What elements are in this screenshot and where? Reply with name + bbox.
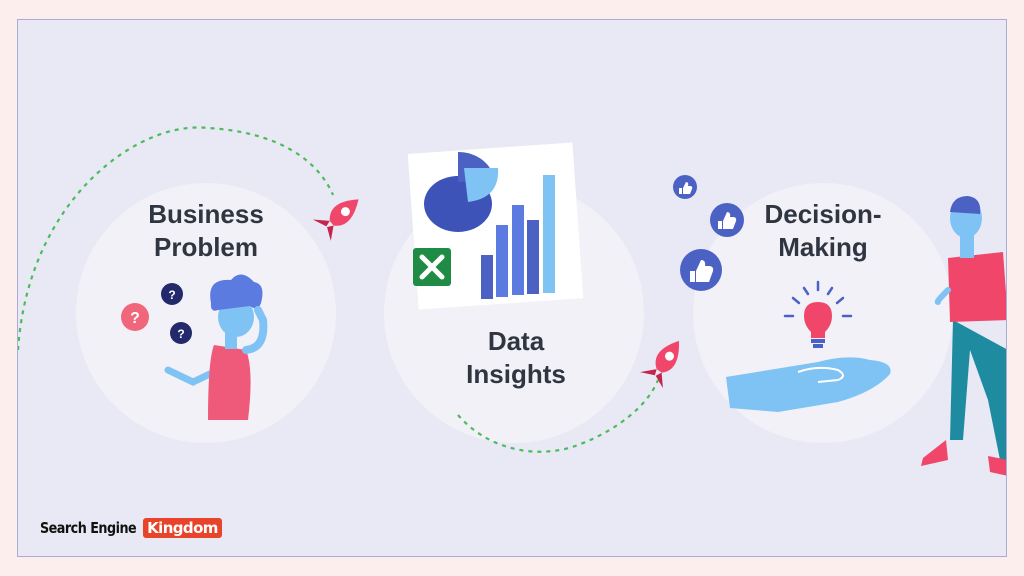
question-mark-icon: ?	[121, 303, 149, 331]
question-mark-text: ?	[168, 288, 175, 302]
infographic-panel: ? ? ?	[17, 19, 1007, 557]
rocket-icon	[312, 199, 359, 241]
business-problem-text: Business Problem	[148, 199, 264, 262]
data-insights-text: Data Insights	[466, 326, 566, 389]
dashed-path-2	[457, 379, 660, 453]
report-sheet	[407, 142, 584, 310]
logo-text-search-engine: Search Engine	[40, 519, 137, 537]
brand-logo: Search Engine Kingdom	[40, 515, 222, 541]
lightbulb-icon	[783, 280, 853, 348]
thumbs-up-icon	[710, 203, 744, 237]
dashed-path-1	[18, 126, 335, 351]
pie-chart-icon	[424, 151, 499, 232]
rocket-icon	[639, 340, 679, 389]
confused-person-figure	[164, 274, 268, 420]
standing-person-figure	[921, 196, 1006, 476]
thumbs-up-icon	[673, 175, 697, 199]
question-mark-text: ?	[177, 327, 184, 341]
illustration-canvas: ? ? ?	[18, 126, 1006, 476]
open-hand-icon	[726, 357, 891, 412]
stage-label-data-insights: Data Insights	[436, 325, 596, 391]
excel-icon	[413, 248, 451, 286]
question-mark-text: ?	[130, 310, 140, 327]
decision-making-text: Decision- Making	[764, 199, 882, 262]
logo-text-kingdom: Kingdom	[143, 518, 222, 538]
thumbs-up-icon	[680, 249, 722, 291]
stage-label-business-problem: Business Problem	[126, 198, 286, 264]
question-mark-icon: ?	[170, 322, 192, 344]
bar-chart-icon	[481, 175, 555, 299]
business-problem-circle	[76, 183, 336, 443]
stage-label-decision-making: Decision- Making	[743, 198, 903, 264]
question-mark-icon: ?	[161, 283, 183, 305]
